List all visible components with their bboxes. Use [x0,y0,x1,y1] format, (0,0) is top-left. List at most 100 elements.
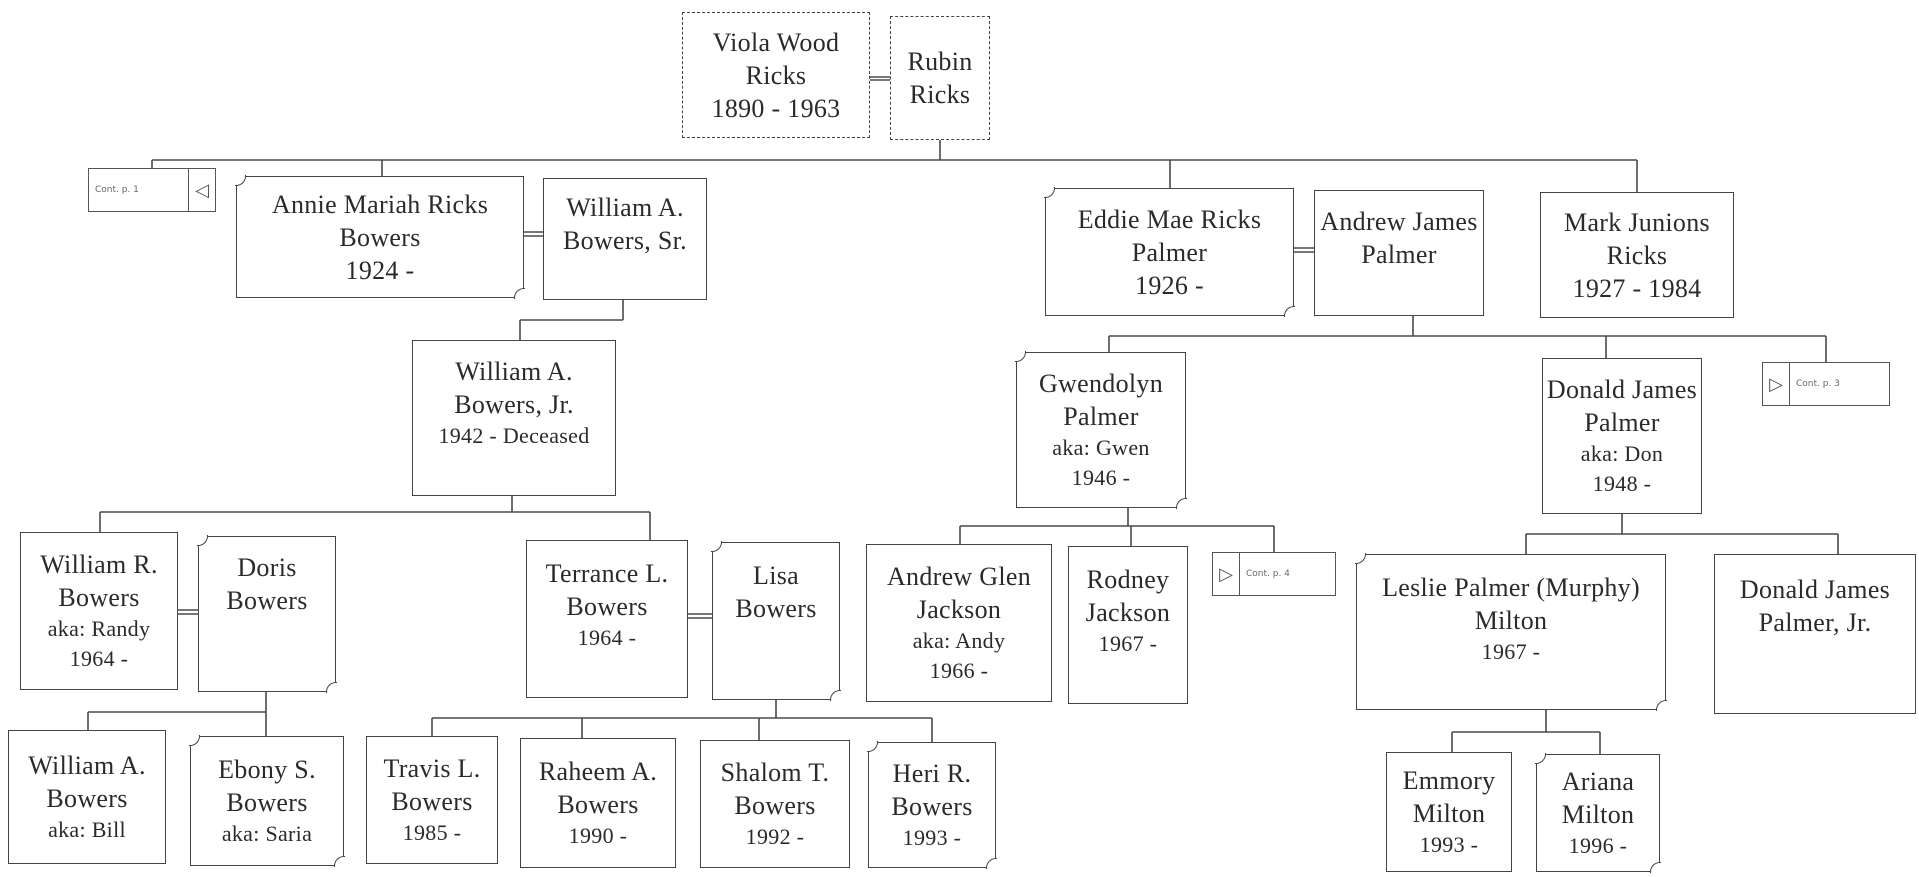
person-eddie-mae-ricks-palmer: Eddie Mae Ricks Palmer 1926 - [1044,187,1295,317]
person-dates: 1967 - [1098,631,1158,656]
person-name-line: Shalom T. [720,758,830,787]
continuation-arrow-icon: ◁ [188,169,215,211]
person-name-line: Donald James [1546,375,1698,404]
person-name-line: Bowers [58,583,140,612]
person-name-line: Rodney [1086,565,1170,594]
person-name-line: Travis L. [383,754,481,783]
person-dates: 1924 - [345,255,415,285]
person-name-line: Bowers [734,791,816,820]
person-dates: 1946 - [1071,465,1131,490]
person-dates: 1942 - Deceased [438,423,590,448]
continuation-label: Cont. p. 3 [1796,379,1840,389]
person-name-line: William A. [566,193,684,222]
person-name-line: Viola Wood [712,27,840,57]
person-name-line: Milton [1561,800,1635,829]
person-dates: 1985 - [402,820,462,845]
person-ariana-milton: Ariana Milton 1996 - [1535,753,1661,873]
person-name-line: Heri R. [892,759,972,788]
person-rodney-jackson: Rodney Jackson 1967 - [1068,546,1188,704]
person-donald-james-palmer: Donald James Palmer aka: Don 1948 - [1542,358,1702,514]
person-aka: aka: Randy [47,616,151,641]
continuation-marker-p3[interactable]: ▷ Cont. p. 3 [1762,362,1890,406]
person-name-line: Donald James [1739,575,1891,604]
person-name-line: Bowers [46,784,128,813]
person-aka: aka: Saria [221,821,313,846]
person-dates: 1890 - 1963 [711,93,841,123]
person-travis-l-bowers: Travis L. Bowers 1985 - [366,736,498,864]
person-dates: 1990 - [568,823,628,848]
person-dates: 1926 - [1135,270,1204,300]
person-donald-james-palmer-jr: Donald James Palmer, Jr. [1714,554,1916,714]
person-name-line: Eddie Mae Ricks [1077,204,1262,234]
person-name-line: Palmer, Jr. [1758,608,1872,637]
person-dates: 1948 - [1592,471,1652,496]
person-name-line: Doris [237,553,297,582]
continuation-marker-p1[interactable]: Cont. p. 1 ◁ [88,168,216,212]
person-viola-wood-ricks: Viola Wood Ricks 1890 - 1963 [682,12,870,138]
person-name-line: Palmer [1361,240,1437,269]
person-name-line: Annie Mariah Ricks [271,189,489,219]
person-name-line: Palmer [1584,408,1660,437]
person-name-line: Bowers [557,790,639,819]
person-name-line: Ricks [1606,240,1668,270]
person-lisa-bowers: Lisa Bowers [711,541,841,701]
person-aka: aka: Bill [48,817,126,842]
person-name-line: Andrew James [1320,207,1478,236]
person-name-line: Ariana [1561,767,1635,796]
person-heri-r-bowers: Heri R. Bowers 1993 - [867,741,997,869]
person-name-line: Bowers [391,787,473,816]
person-leslie-palmer-murphy-milton: Leslie Palmer (Murphy) Milton 1967 - [1355,553,1667,711]
person-name-line: William A. [455,357,573,386]
person-name-line: William A. [28,751,146,780]
person-doris-bowers: Doris Bowers [197,535,337,693]
person-name-line: Milton [1412,799,1486,828]
person-ebony-s-bowers: Ebony S. Bowers aka: Saria [189,735,345,867]
person-andrew-james-palmer: Andrew James Palmer [1314,190,1484,316]
person-name-line: Bowers [226,788,308,817]
person-name-line: Palmer [1063,402,1139,431]
person-name-line: Milton [1474,606,1548,635]
person-name-line: Andrew Glen [886,562,1032,591]
person-aka: aka: Andy [912,628,1006,653]
person-name-line: Leslie Palmer (Murphy) [1382,573,1640,602]
person-name-line: Bowers, Sr. [563,226,687,255]
person-name-line: William R. [40,550,158,579]
person-dates: 1966 - [929,658,989,683]
person-dates: 1993 - [1419,832,1479,857]
person-name-line: Terrance L. [545,559,669,588]
continuation-marker-p4[interactable]: ▷ Cont. p. 4 [1212,552,1336,596]
person-name-line: Lisa [753,561,799,590]
person-name-line: Jackson [916,595,1002,624]
person-name-line: Raheem A. [538,757,658,786]
person-william-a-bowers-sr: William A. Bowers, Sr. [543,178,707,300]
person-name-line: Ebony S. [218,755,316,784]
person-annie-mariah-ricks-bowers: Annie Mariah Ricks Bowers 1924 - [235,175,525,299]
continuation-arrow-icon: ▷ [1213,553,1240,595]
person-william-a-bowers-bill: William A. Bowers aka: Bill [8,730,166,864]
person-terrance-l-bowers: Terrance L. Bowers 1964 - [526,540,688,698]
person-name-line: Bowers, Jr. [454,390,574,419]
continuation-arrow-icon: ▷ [1763,363,1790,405]
person-aka: aka: Gwen [1052,435,1150,460]
person-shalom-t-bowers: Shalom T. Bowers 1992 - [700,740,850,868]
person-dates: 1967 - [1481,639,1541,664]
person-raheem-a-bowers: Raheem A. Bowers 1990 - [520,738,676,868]
person-name-line: Gwendolyn [1038,369,1164,398]
person-name-line: Bowers [891,792,973,821]
person-name-line: Bowers [339,222,421,252]
person-emmory-milton: Emmory Milton 1993 - [1386,752,1512,872]
person-andrew-glen-jackson: Andrew Glen Jackson aka: Andy 1966 - [866,544,1052,702]
person-mark-junions-ricks: Mark Junions Ricks 1927 - 1984 [1540,192,1734,318]
person-dates: 1992 - [745,824,805,849]
continuation-label: Cont. p. 4 [1246,569,1290,579]
person-name-line: Emmory [1402,766,1496,795]
person-name-line: Bowers [226,586,308,615]
person-dates: 1993 - [902,825,962,850]
continuation-label: Cont. p. 1 [95,185,139,195]
person-dates: 1996 - [1568,833,1628,858]
person-william-r-bowers: William R. Bowers aka: Randy 1964 - [20,532,178,690]
person-gwendolyn-palmer: Gwendolyn Palmer aka: Gwen 1946 - [1015,351,1187,509]
person-aka: aka: Don [1580,441,1664,466]
person-dates: 1964 - [577,625,637,650]
